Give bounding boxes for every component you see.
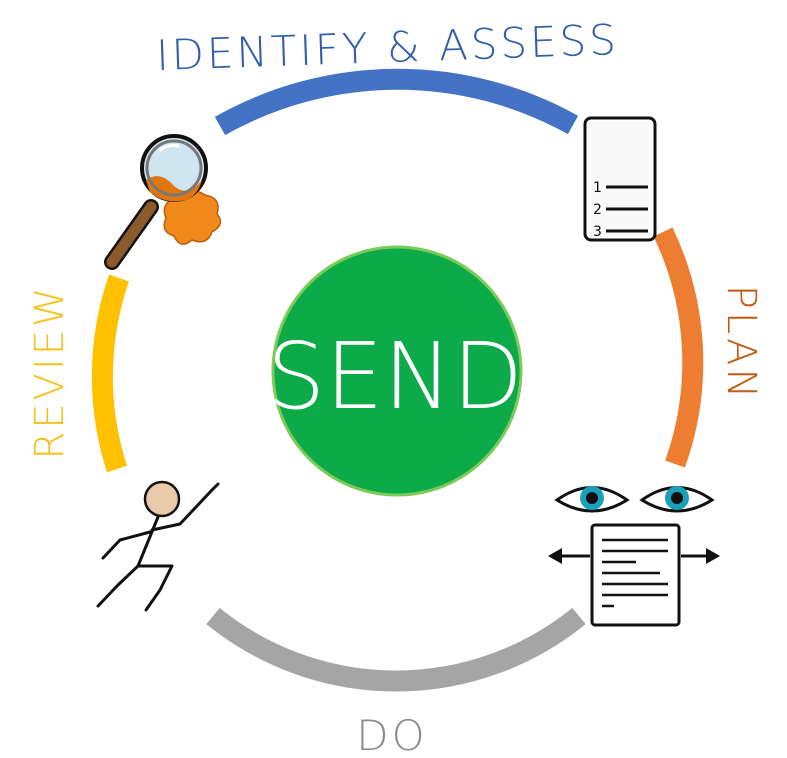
list-number-1: 1 bbox=[593, 180, 602, 196]
identify-assess-arc bbox=[214, 68, 579, 136]
review-arc bbox=[91, 274, 129, 473]
magnifying-glass-icon bbox=[104, 134, 222, 270]
do-arc bbox=[206, 607, 586, 692]
review-label: REVIEW bbox=[27, 284, 73, 459]
eyes-document-icon bbox=[548, 486, 720, 627]
document-list-icon: 1 2 3 bbox=[583, 116, 657, 242]
plan-arc bbox=[653, 227, 704, 468]
identify-assess-label: IDENTIFY & ASSESS bbox=[155, 15, 619, 80]
list-number-3: 3 bbox=[593, 224, 602, 240]
do-label: DO bbox=[356, 711, 427, 758]
send-label: SEND bbox=[267, 323, 523, 430]
send-center-circle bbox=[271, 245, 523, 497]
list-number-2: 2 bbox=[593, 202, 602, 218]
plan-label: PLAN bbox=[718, 285, 764, 402]
running-person-icon bbox=[96, 480, 220, 612]
